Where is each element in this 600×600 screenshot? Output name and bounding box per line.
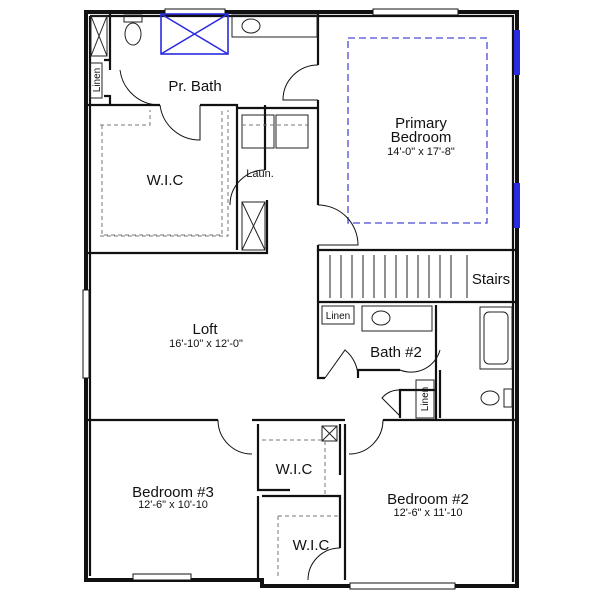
toilet-tank bbox=[123, 14, 143, 23]
room-label-bedroom2: Bedroom #2 bbox=[387, 491, 469, 508]
fixtures bbox=[89, 13, 513, 578]
doors bbox=[119, 64, 441, 581]
room-label-linen: Linen bbox=[92, 68, 103, 92]
shower bbox=[160, 13, 229, 55]
interior-walls bbox=[86, 12, 517, 580]
room-labels: Pr. Bath W.I.C Laun. Primary Bedroom 14'… bbox=[92, 68, 510, 554]
room-size-bedroom3: 12'-6" x 10'-10 bbox=[138, 499, 208, 511]
room-label-linen: Linen bbox=[326, 311, 350, 322]
room-label-stairs: Stairs bbox=[472, 271, 510, 288]
room-size-loft: 16'-10" x 12'-0" bbox=[169, 338, 243, 350]
windows bbox=[82, 8, 520, 590]
toilet-icon bbox=[480, 390, 500, 406]
room-label-bath2: Bath #2 bbox=[370, 344, 422, 361]
room-label-primary-wic: W.I.C bbox=[147, 172, 184, 189]
stair-treads bbox=[329, 255, 468, 298]
tray-ceiling bbox=[347, 37, 488, 224]
room-label-primary-bedroom-2: Bedroom bbox=[391, 129, 452, 146]
room-label-primary-bedroom-1: Primary bbox=[395, 115, 447, 132]
room-label-primary-bath: Pr. Bath bbox=[168, 78, 221, 95]
room-label-loft: Loft bbox=[192, 321, 218, 338]
room-size-primary-bedroom: 14'-0" x 17'-8" bbox=[387, 146, 455, 158]
bathtub bbox=[479, 306, 513, 370]
room-label-linen: Linen bbox=[420, 387, 431, 411]
room-size-bedroom2: 12'-6" x 11'-10 bbox=[393, 507, 462, 519]
vanity-bath2 bbox=[361, 305, 433, 332]
room-label-wic2: W.I.C bbox=[293, 537, 330, 554]
room-label-bedroom3: Bedroom #3 bbox=[132, 484, 214, 501]
room-label-laundry: Laun. bbox=[246, 168, 274, 180]
sink-icon bbox=[241, 18, 261, 34]
room-label-wic3: W.I.C bbox=[276, 461, 313, 478]
vanity bbox=[231, 14, 318, 38]
washer bbox=[241, 114, 275, 149]
sink-icon bbox=[371, 310, 391, 326]
toilet-icon bbox=[124, 22, 142, 46]
dryer bbox=[275, 114, 309, 149]
